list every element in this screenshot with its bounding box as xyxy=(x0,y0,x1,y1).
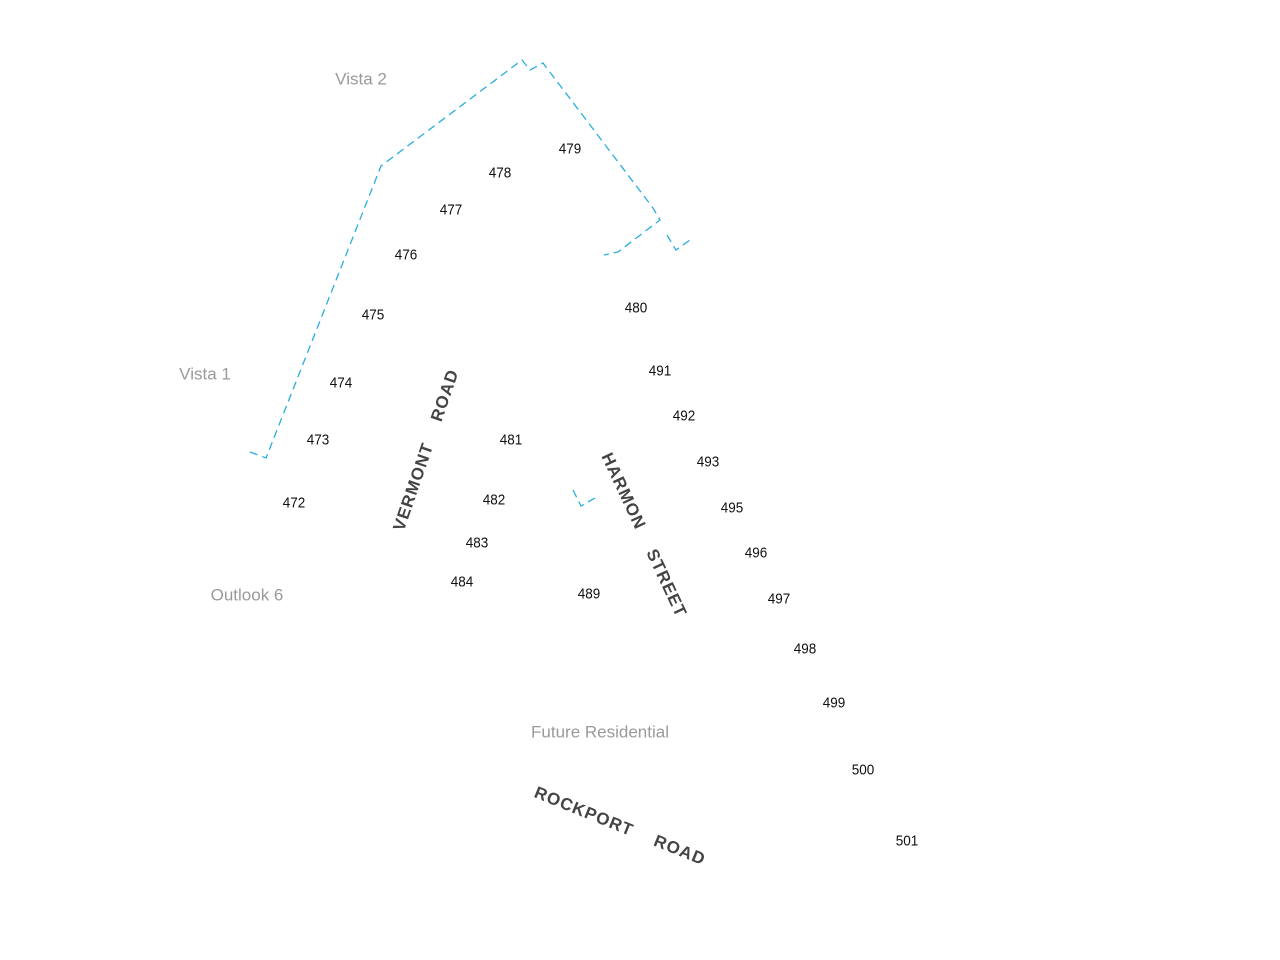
lot-498[interactable]: 498 xyxy=(793,640,817,658)
lot-501[interactable]: 501 xyxy=(895,832,919,850)
area-label-future-residential: Future Residential xyxy=(531,722,669,742)
area-label-vista-1: Vista 1 xyxy=(179,364,231,384)
lot-484[interactable]: 484 xyxy=(450,573,474,591)
lot-478[interactable]: 478 xyxy=(488,164,512,182)
lot-480[interactable]: 480 xyxy=(624,299,648,317)
lot-495[interactable]: 495 xyxy=(720,499,744,517)
lot-482[interactable]: 482 xyxy=(482,491,506,509)
lot-481[interactable]: 481 xyxy=(499,431,523,449)
lot-475[interactable]: 475 xyxy=(361,306,385,324)
boundary-fragment-east xyxy=(666,234,691,251)
lot-476[interactable]: 476 xyxy=(394,246,418,264)
stage-boundary-line xyxy=(249,59,661,459)
boundary-fragment-harmon xyxy=(572,489,596,507)
lot-491[interactable]: 491 xyxy=(648,362,672,380)
lot-479[interactable]: 479 xyxy=(558,140,582,158)
lot-472[interactable]: 472 xyxy=(282,494,306,512)
lot-483[interactable]: 483 xyxy=(465,534,489,552)
lot-493[interactable]: 493 xyxy=(696,453,720,471)
lot-496[interactable]: 496 xyxy=(744,544,768,562)
area-label-outlook-6: Outlook 6 xyxy=(210,585,284,605)
lot-473[interactable]: 473 xyxy=(306,431,330,449)
lot-492[interactable]: 492 xyxy=(672,407,696,425)
lot-499[interactable]: 499 xyxy=(822,694,846,712)
lot-497[interactable]: 497 xyxy=(767,590,791,608)
lot-477[interactable]: 477 xyxy=(439,201,463,219)
lot-474[interactable]: 474 xyxy=(329,374,353,392)
lot-489[interactable]: 489 xyxy=(577,585,601,603)
area-label-vista-2: Vista 2 xyxy=(335,69,387,89)
lot-500[interactable]: 500 xyxy=(851,761,875,779)
